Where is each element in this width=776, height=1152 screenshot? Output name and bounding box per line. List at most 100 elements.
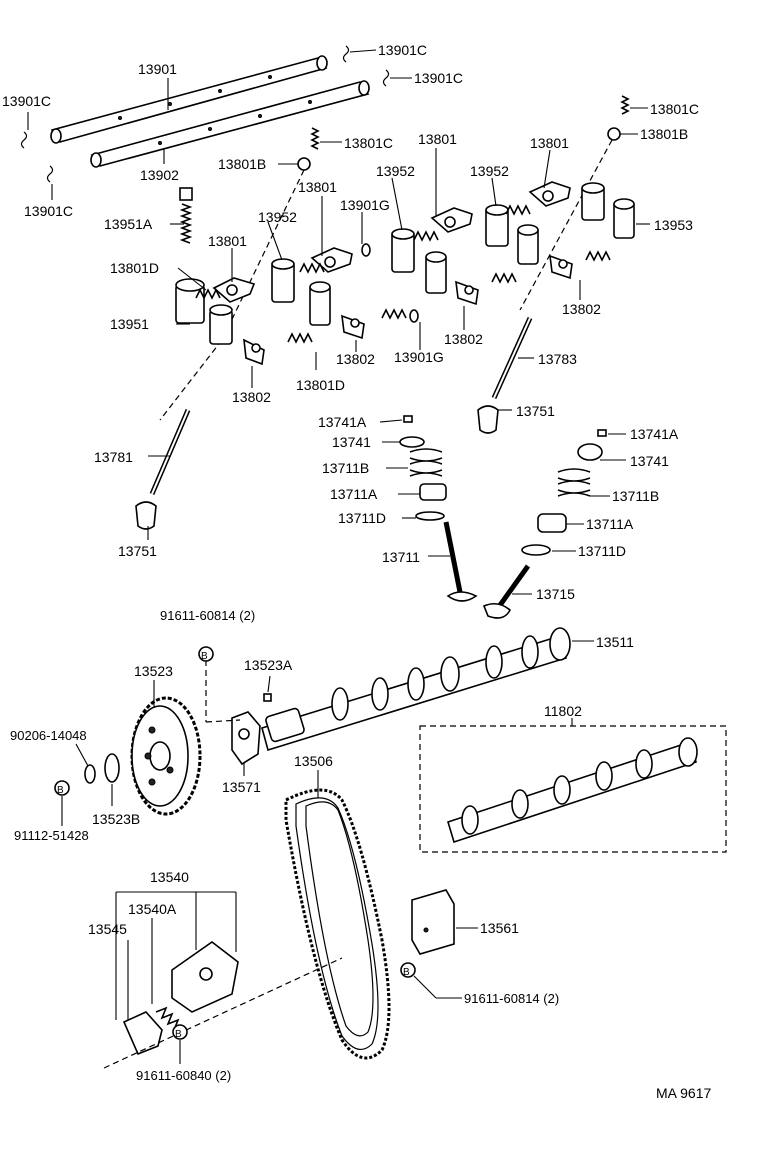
label-13802-b: 13802	[336, 351, 375, 367]
label-13802-a: 13802	[232, 389, 271, 405]
camshaft-13511	[261, 627, 571, 752]
bolt-marker-b-4: B	[172, 1024, 188, 1040]
label-13801c-left: 13801C	[344, 135, 393, 151]
label-11802: 11802	[544, 703, 582, 719]
label-13951a: 13951A	[104, 216, 153, 232]
rocker-support-13952-middle	[391, 228, 447, 294]
compression-spring-13801d-b	[287, 332, 313, 344]
bolt-marker-b-2: B	[54, 780, 70, 796]
chain-damper-13561	[411, 889, 455, 955]
valve-spring-retainer-13741-left	[399, 436, 425, 448]
label-13571: 13571	[222, 779, 261, 795]
label-91611-60840: 91611-60840 (2)	[136, 1068, 231, 1083]
valve-spring-13711b-left	[409, 448, 443, 477]
rocker-arm-13802-d	[549, 254, 573, 280]
rocker-arm-13801-right	[528, 181, 571, 207]
adjusting-screw-13801c-right	[620, 95, 648, 115]
tensioner-slipper-13545	[122, 1011, 163, 1056]
label-13540a: 13540A	[128, 901, 177, 917]
snap-clip-13901c-top-2	[382, 69, 412, 87]
chain-tensioner-13540	[171, 941, 239, 1013]
label-13901: 13901	[138, 61, 177, 77]
tensioner-spring-13540a	[155, 1006, 180, 1031]
label-13952-a: 13952	[376, 163, 415, 179]
label-91611-60814-b: 91611-60814 (2)	[464, 991, 559, 1006]
snap-clip-13901c-top-1	[342, 45, 377, 63]
label-13901g-a: 13901G	[340, 197, 390, 213]
plate-13523b	[104, 753, 120, 783]
label-13741-left: 13741	[332, 434, 371, 450]
rocker-support-13952-left	[271, 258, 331, 326]
rocker-shaft-13902	[90, 80, 370, 168]
label-13801c-right: 13801C	[650, 101, 699, 117]
label-13540: 13540	[150, 869, 189, 885]
compression-spring-rocker-c	[505, 204, 531, 216]
valve-keeper-13741a-right	[597, 429, 607, 437]
label-13801b-right: 13801B	[640, 126, 688, 142]
label-13801d-a: 13801D	[110, 260, 159, 276]
valve-spring-seat-13711d-left	[415, 511, 445, 521]
label-13801-d: 13801	[208, 233, 247, 249]
label-13951: 13951	[110, 316, 149, 332]
compression-spring-rocker-f	[381, 308, 407, 320]
rocker-arm-13801-upper	[430, 207, 473, 233]
bolt-marker-b-1: B	[198, 646, 214, 662]
woodruff-key-13523a	[263, 693, 272, 702]
label-13952-c: 13952	[258, 209, 297, 225]
label-13711b-left: 13711B	[322, 460, 369, 476]
label-13711a-left: 13711A	[330, 486, 378, 502]
timing-chain-13506	[284, 788, 391, 1060]
rocker-arm-13802-a	[243, 338, 265, 366]
label-13901c-left-2: 13901C	[24, 203, 73, 219]
compression-spring-rocker-b	[413, 230, 439, 242]
push-rod-13781	[149, 409, 191, 495]
valve-spring-retainer-13741-right	[577, 443, 603, 461]
valve-lifter-13751-left	[135, 501, 157, 530]
label-13802-c: 13802	[444, 331, 483, 347]
label-13901g-b: 13901G	[394, 349, 444, 365]
adjusting-nut-13801b-right	[607, 127, 638, 141]
label-90206: 90206-14048	[10, 728, 87, 743]
compression-spring-rocker-a	[299, 262, 325, 274]
adjusting-screw-13801c-left	[310, 127, 342, 150]
bolt-13951a	[179, 187, 193, 244]
exhaust-valve-13715	[482, 564, 531, 619]
valve-keeper-13741a-left	[403, 415, 413, 423]
rocker-support-13953	[581, 182, 635, 239]
adjusting-nut-13801b-left	[278, 157, 311, 171]
compression-spring-rocker-e	[585, 250, 611, 262]
push-rod-13783	[491, 316, 533, 400]
rocker-shaft-13901	[50, 55, 328, 144]
label-13545: 13545	[88, 921, 127, 937]
label-13711b-right: 13711B	[612, 488, 659, 504]
compression-spring-13801d-a	[195, 288, 221, 300]
label-13711d-left: 13711D	[338, 510, 386, 526]
label-13953: 13953	[654, 217, 693, 233]
intake-valve-13711	[443, 521, 478, 602]
snap-clip-13901c-left-1	[20, 112, 29, 149]
label-13523a: 13523A	[244, 657, 293, 673]
label-13801-a: 13801	[418, 131, 457, 147]
label-13711: 13711	[382, 549, 420, 565]
label-13523: 13523	[134, 663, 173, 679]
valve-spring-seat-13711d-right	[521, 544, 551, 556]
washer-90206	[84, 764, 96, 784]
bolt-marker-b-1-label: B	[201, 651, 208, 662]
compression-spring-rocker-d	[491, 272, 517, 284]
label-91112: 91112-51428	[14, 828, 89, 843]
snap-clip-13901c-left-2	[46, 165, 54, 200]
label-13523b: 13523B	[92, 811, 140, 827]
label-13711a-right: 13711A	[586, 516, 634, 532]
rocker-arm-13801-left	[212, 277, 256, 303]
label-13751-right: 13751	[516, 403, 555, 419]
label-13781: 13781	[94, 449, 133, 465]
camshaft-timing-gear-13523	[130, 696, 202, 816]
part-labels: 13901 13902 13901C 13901C 13901C 13901C …	[2, 42, 711, 1101]
washer-13901g-a	[361, 243, 371, 257]
label-13711d-right: 13711D	[578, 543, 626, 559]
washer-13901g-b	[409, 309, 419, 323]
label-13741-right: 13741	[630, 453, 669, 469]
label-91611-60814-a: 91611-60814 (2)	[160, 608, 255, 623]
label-13783: 13783	[538, 351, 577, 367]
bolt-marker-b-3: B	[400, 962, 416, 978]
